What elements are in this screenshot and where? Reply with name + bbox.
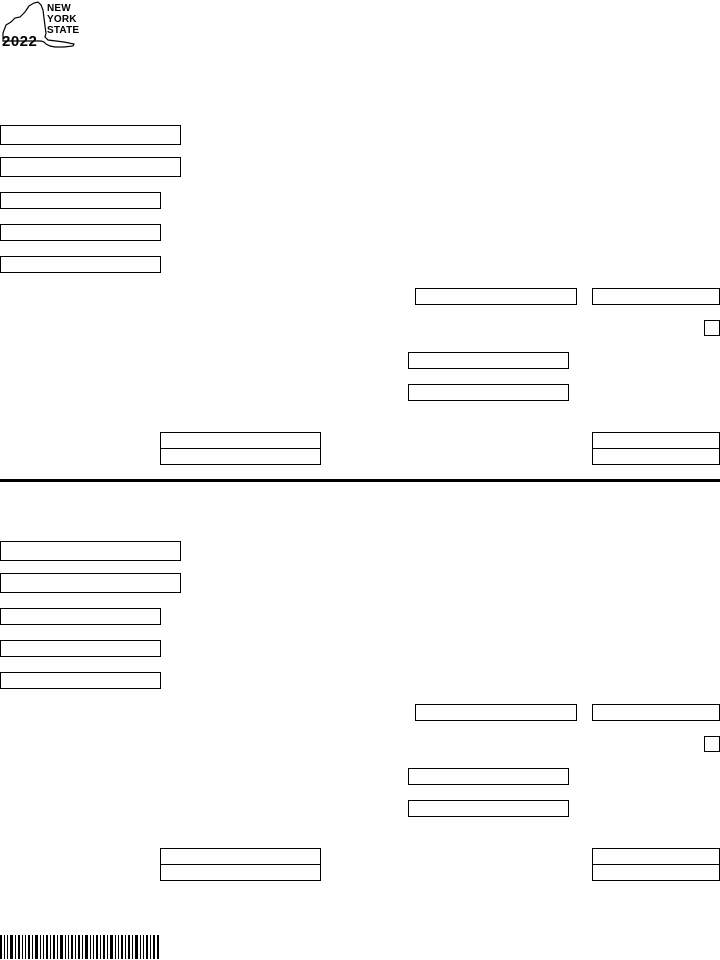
entry-field[interactable] — [160, 848, 321, 865]
logo-word-new: NEW — [47, 3, 71, 14]
entry-field[interactable] — [415, 288, 577, 305]
entry-field[interactable] — [592, 704, 720, 721]
entry-field[interactable] — [0, 573, 181, 593]
checkbox[interactable] — [704, 736, 720, 752]
new-york-state-outline-icon — [2, 1, 75, 48]
tax-year: 2022 — [2, 33, 38, 50]
entry-field[interactable] — [0, 640, 161, 657]
entry-field[interactable] — [160, 432, 321, 449]
entry-field[interactable] — [160, 864, 321, 881]
entry-field[interactable] — [408, 384, 569, 401]
entry-field[interactable] — [592, 288, 720, 305]
entry-field[interactable] — [408, 800, 569, 817]
entry-field[interactable] — [0, 672, 161, 689]
logo-word-york: YORK — [47, 14, 77, 25]
entry-field[interactable] — [408, 352, 569, 369]
entry-field[interactable] — [592, 864, 720, 881]
nys-logo: NEW YORK STATE 2022 — [0, 0, 84, 52]
entry-field[interactable] — [0, 125, 181, 145]
entry-field[interactable] — [592, 848, 720, 865]
entry-field[interactable] — [0, 256, 161, 273]
entry-field[interactable] — [160, 448, 321, 465]
entry-field[interactable] — [0, 157, 181, 177]
checkbox[interactable] — [704, 320, 720, 336]
entry-field[interactable] — [0, 192, 161, 209]
entry-field[interactable] — [592, 432, 720, 449]
barcode-icon — [0, 935, 159, 959]
entry-field[interactable] — [0, 224, 161, 241]
entry-field[interactable] — [408, 768, 569, 785]
section-divider — [0, 479, 720, 482]
entry-field[interactable] — [415, 704, 577, 721]
entry-field[interactable] — [592, 448, 720, 465]
entry-field[interactable] — [0, 608, 161, 625]
entry-field[interactable] — [0, 541, 181, 561]
logo-word-state: STATE — [47, 25, 80, 36]
